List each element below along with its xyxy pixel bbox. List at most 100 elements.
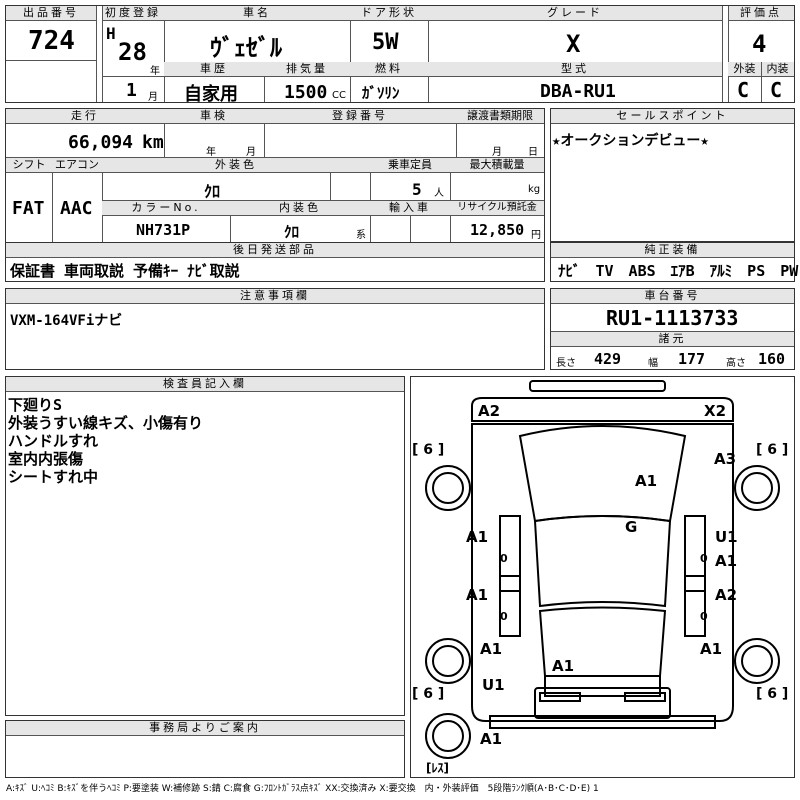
diagram-mark: A1 — [700, 640, 722, 658]
era-mark: H — [106, 24, 116, 43]
inspector-block — [5, 376, 405, 716]
zero-mark: 0 — [700, 552, 708, 565]
color-no-value: NH731P — [136, 221, 191, 239]
ac-value: AAC — [60, 198, 93, 219]
ac-label: エアコン — [52, 158, 102, 173]
car-damage-diagram: A2 X2 A3 A1 G A1 U1 A1 A1 A2 A1 A1 A1 U1… — [412, 380, 788, 775]
deadline-label: 譲渡書類期限 — [456, 109, 544, 124]
int-color-unit: 系 — [356, 230, 366, 241]
first-reg-month: 1 — [126, 80, 137, 101]
roof-outline — [533, 515, 672, 608]
damage-diagram-frame — [410, 376, 795, 778]
chassis-label: 車台番号 — [551, 289, 794, 304]
tire-mark: [ 6 ] — [756, 686, 788, 702]
displacement-value: 1500 — [284, 82, 328, 103]
inspector-line: 外装うすい線キズ、小傷有り — [8, 414, 204, 432]
month-unit: 月 — [148, 92, 158, 103]
right-rear-door — [684, 575, 706, 637]
diagram-mark: A1 — [480, 730, 502, 748]
diagram-mark: A2 — [478, 402, 500, 420]
ext-color-label: 外装色 — [102, 158, 370, 173]
int-color-label: 内装色 — [230, 201, 370, 216]
first-reg-year: 28 — [118, 38, 147, 66]
rear-bumper-outline — [534, 687, 671, 719]
length-label: 長さ — [556, 358, 576, 369]
spare-label: [ﾚｽ] — [426, 761, 449, 775]
mileage-unit: km — [142, 132, 164, 153]
sales-text: ★オークションデビュー★ — [552, 133, 709, 149]
inspection-label: 車検 — [164, 109, 264, 124]
front-bumper-outline — [529, 380, 666, 392]
equip-items: ﾅﾋﾞ TV ABS ｴｱB ｱﾙﾐ PS PW — [558, 262, 799, 280]
tire-mark: [ 6 ] — [412, 442, 444, 458]
year-unit: 年 — [150, 66, 160, 77]
equipment-block — [550, 242, 795, 282]
left-rear-door — [499, 575, 521, 637]
length-value: 429 — [594, 350, 622, 368]
inspector-line: シートすれ中 — [8, 468, 99, 486]
model-label: 車名 — [164, 6, 350, 21]
history-label: 車歴 — [164, 62, 264, 77]
diagram-mark: U1 — [482, 676, 505, 694]
diagram-mark: A1 — [466, 528, 488, 546]
office-block — [5, 720, 405, 778]
height-label: 高さ — [726, 358, 746, 369]
int-color-value: ｸﾛ — [284, 223, 300, 241]
lot-number: 724 — [28, 26, 75, 56]
equip-label: 純正装備 — [551, 243, 794, 258]
doors-value: 5W — [372, 30, 399, 55]
diagram-mark: A1 — [635, 472, 657, 490]
inspection-month-unit: 月 — [246, 147, 256, 158]
first-reg-label: 初度登録 — [102, 6, 164, 21]
sales-label: セールスポイント — [551, 109, 794, 124]
sales-point-block — [550, 108, 795, 242]
deadline-month: 月 — [492, 147, 502, 158]
later-parts-text: 保証書 車両取説 予備ｷｰ ﾅﾋﾞ取説 — [10, 262, 240, 280]
seats-value: 5 — [412, 180, 422, 199]
mileage-label: 走行 — [6, 109, 164, 124]
diagram-mark: A1 — [715, 552, 737, 570]
cc-unit: CC — [332, 90, 346, 101]
exterior-grade: C — [737, 78, 750, 102]
office-label: 事務局よりご案内 — [6, 721, 404, 736]
diagram-mark: G — [625, 518, 637, 536]
later-parts-block — [5, 242, 545, 282]
seats-label: 乗車定員 — [370, 158, 450, 173]
later-label: 後日発送部品 — [6, 243, 544, 258]
fuel-value: ｶﾞｿﾘﾝ — [362, 84, 400, 102]
score-label: 評価点 — [728, 6, 794, 21]
zero-mark: 0 — [500, 552, 508, 565]
tire-mark: [ 6 ] — [756, 442, 788, 458]
width-label: 幅 — [648, 358, 658, 369]
interior-label: 内装 — [761, 62, 794, 77]
spec-label: 諸元 — [551, 331, 794, 347]
inspector-line: 室内内張傷 — [8, 450, 84, 468]
seats-unit: 人 — [434, 188, 444, 199]
history-value: 自家用 — [184, 84, 238, 105]
width-value: 177 — [678, 350, 706, 368]
grade-value: X — [566, 30, 581, 58]
windshield-outline — [518, 425, 687, 523]
diagram-mark: A1 — [552, 657, 574, 675]
damage-legend: A:ｷｽﾞ U:ﾍｺﾐ B:ｷｽﾞを伴うﾍｺﾐ P:要塗装 W:補修跡 S:錆 … — [6, 784, 599, 794]
spare-tire — [425, 713, 471, 759]
car-body-outline — [470, 401, 735, 576]
recycle-unit: 円 — [531, 230, 541, 241]
mileage-value: 66,094 — [68, 132, 134, 153]
load-label: 最大積載量 — [450, 158, 544, 173]
interior-grade: C — [770, 78, 783, 102]
inspector-label: 検査員記入欄 — [6, 377, 404, 392]
model-name: ｳﾞｪｾﾞﾙ — [210, 34, 282, 62]
inspector-line: 下廻りS — [8, 396, 63, 414]
chassis-number: RU1-1113733 — [606, 306, 739, 330]
type-label: 型式 — [428, 62, 722, 77]
diagram-mark: X2 — [704, 402, 726, 420]
inspection-year-unit: 年 — [206, 147, 216, 158]
recycle-label: リサイクル預託金 — [450, 201, 544, 216]
exterior-label: 外装 — [728, 62, 761, 77]
diagram-mark: A1 — [480, 640, 502, 658]
import-label: 輸入車 — [370, 201, 450, 216]
recycle-value: 12,850 — [470, 221, 525, 239]
doors-label: ドア形状 — [350, 6, 428, 21]
chassis-block — [550, 288, 795, 370]
